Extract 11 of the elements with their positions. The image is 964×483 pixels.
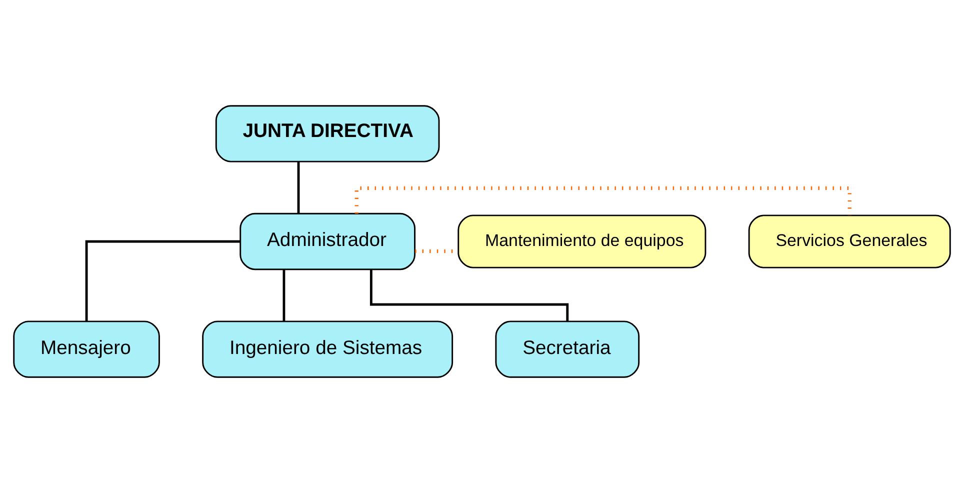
connector <box>282 270 286 322</box>
node-box: Ingeniero de Sistemas <box>202 320 454 378</box>
node-box: Mensajero <box>13 320 160 378</box>
connector <box>354 186 852 216</box>
node-box: Administrador <box>240 212 416 270</box>
node-box: Mantenimiento de equipos <box>458 214 706 268</box>
node-box: Servicios Generales <box>748 214 951 268</box>
connector <box>297 162 300 214</box>
connector <box>85 240 240 321</box>
node-box: JUNTA DIRECTIVA <box>215 105 440 162</box>
node-box: Secretaria <box>495 320 640 378</box>
